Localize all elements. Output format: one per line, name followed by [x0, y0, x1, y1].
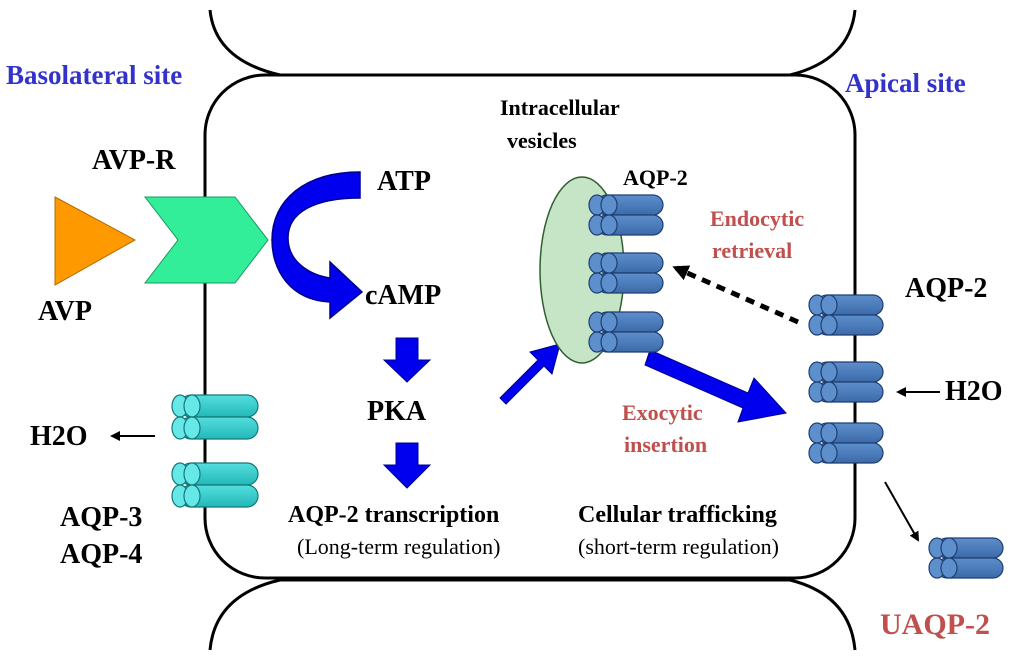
avp-r-label: AVP-R — [92, 145, 176, 176]
basolateral-water-label: H2O — [30, 421, 88, 452]
apical-aqp2-label: AQP-2 — [905, 273, 988, 304]
urinary-aqp2-label: UAQP-2 — [880, 608, 990, 641]
pka-label: PKA — [367, 396, 427, 427]
apical-site-label: Apical site — [845, 68, 966, 98]
vesicles-label-line1: Intracellular — [500, 95, 620, 120]
exocytic-insertion-arrow — [644, 349, 787, 423]
lower-cell-outline — [208, 578, 857, 651]
apical-aqp2-channel — [808, 422, 884, 464]
pka-to-transcription-arrow — [382, 442, 432, 489]
camp-label: cAMP — [365, 280, 442, 311]
urinary-aqp2-channel — [928, 537, 1004, 579]
aqp3-label: AQP-3 — [60, 502, 143, 533]
endocytic-retrieval-arrow — [672, 265, 800, 325]
apical-water-label: H2O — [945, 376, 1003, 407]
aqp3-channel — [171, 394, 259, 440]
trafficking-note: (short-term regulation) — [578, 534, 779, 559]
camp-to-pka-arrow — [382, 337, 432, 383]
exocytic-label-line2: insertion — [624, 432, 708, 457]
apical-aqp2-channel — [808, 294, 884, 336]
aqp4-label: AQP-4 — [60, 539, 143, 570]
basolateral-site-label: Basolateral site — [6, 60, 183, 90]
endocytic-label-line2: retrieval — [712, 238, 793, 263]
transcription-note: (Long-term regulation) — [297, 534, 501, 559]
atp-to-camp-arrow — [271, 171, 364, 320]
exocytic-label-line1: Exocytic — [622, 400, 703, 425]
avp-ligand — [54, 196, 137, 286]
apical-aqp2-channel — [808, 361, 884, 403]
avp-receptor — [143, 196, 269, 284]
trafficking-label: Cellular trafficking — [578, 502, 777, 528]
avp-label: AVP — [38, 296, 92, 327]
atp-label: ATP — [377, 166, 431, 197]
pka-to-vesicles-arrow — [499, 343, 561, 405]
aqp4-channel — [171, 462, 259, 508]
endocytic-label-line1: Endocytic — [710, 206, 805, 231]
upper-cell-outline — [208, 9, 857, 77]
urinary-release-arrow — [884, 481, 919, 542]
vesicle-aqp2-label: AQP-2 — [623, 165, 688, 190]
vesicles-label-line2: vesicles — [507, 128, 577, 153]
transcription-label: AQP-2 transcription — [288, 502, 500, 528]
